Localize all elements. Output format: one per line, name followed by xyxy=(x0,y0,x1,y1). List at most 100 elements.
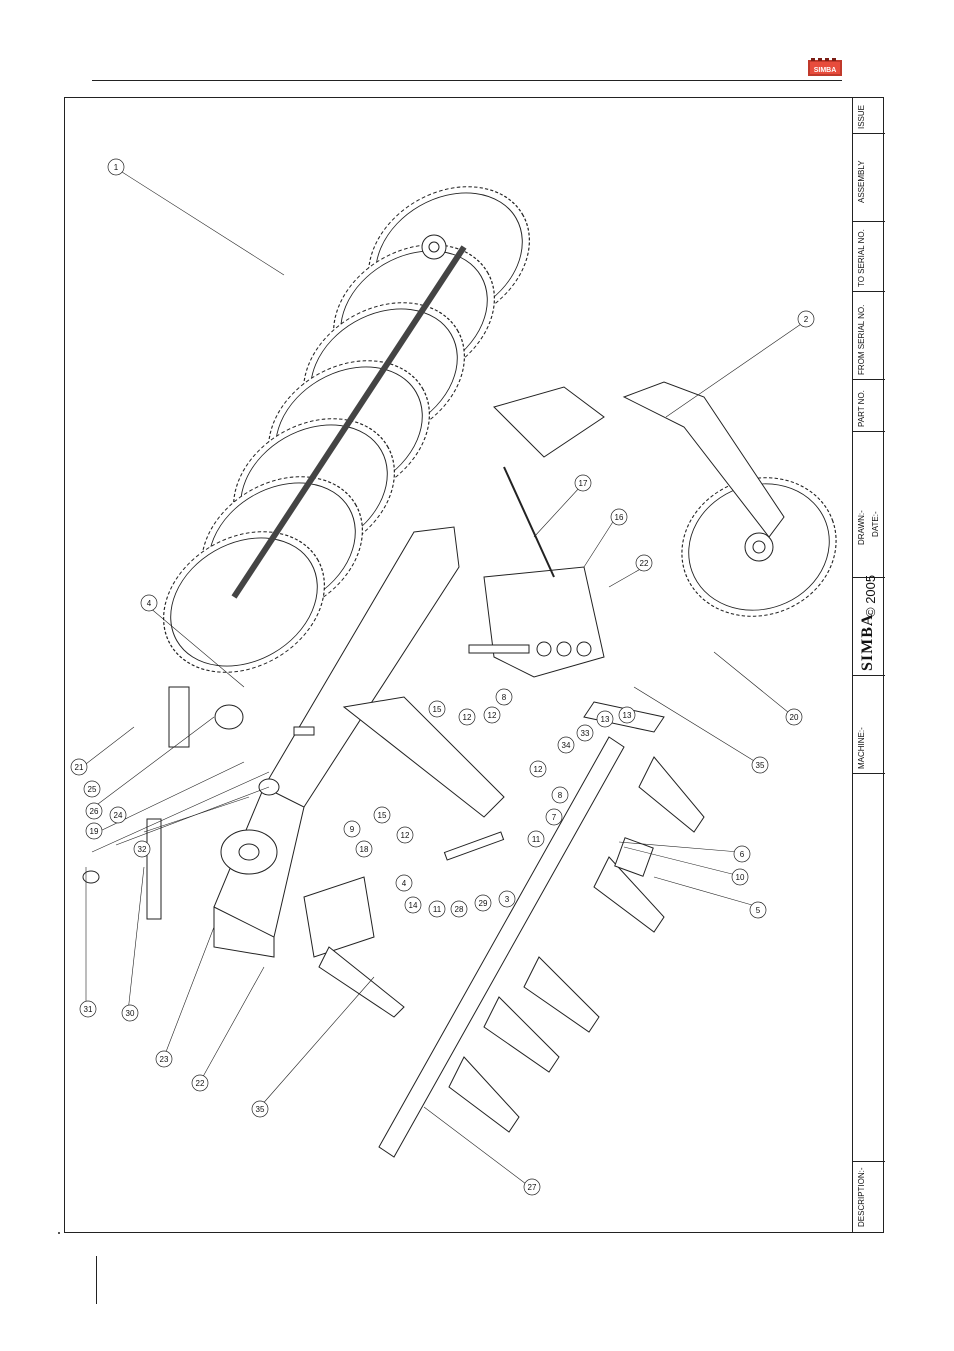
callout-23: 23 xyxy=(155,1050,173,1068)
title-block-divider xyxy=(853,221,885,222)
machine-label: MACHINE:- xyxy=(857,727,866,769)
svg-text:35: 35 xyxy=(756,761,765,770)
svg-text:26: 26 xyxy=(90,807,99,816)
simba-wordmark: SIMBA xyxy=(859,613,876,671)
callout-33: 33 xyxy=(576,724,594,742)
callout-22b: 22 xyxy=(191,1074,209,1092)
svg-text:15: 15 xyxy=(433,705,442,714)
svg-text:20: 20 xyxy=(790,713,799,722)
description-label: DESCRIPTION:- xyxy=(857,1167,866,1227)
svg-text:7: 7 xyxy=(552,813,557,822)
svg-text:13: 13 xyxy=(601,715,610,724)
svg-text:11: 11 xyxy=(532,835,541,844)
disc-gang xyxy=(137,157,556,702)
callout-12b: 12 xyxy=(483,706,501,724)
callout-12d: 12 xyxy=(396,826,414,844)
callout-6: 6 xyxy=(733,845,751,863)
callout-4b: 4 xyxy=(395,874,413,892)
svg-text:12: 12 xyxy=(488,711,497,720)
title-block-divider xyxy=(853,379,885,380)
title-block-divider xyxy=(853,291,885,292)
svg-text:24: 24 xyxy=(114,811,123,820)
simba-logo: SIMBA xyxy=(808,58,842,78)
callout-5: 5 xyxy=(749,901,767,919)
callout-10: 10 xyxy=(731,868,749,886)
callout-2: 2 xyxy=(797,310,815,328)
title-block-divider xyxy=(853,773,885,774)
callout-12: 12 xyxy=(458,708,476,726)
svg-text:21: 21 xyxy=(75,763,84,772)
part-no-label: PART NO. xyxy=(857,390,866,427)
svg-text:25: 25 xyxy=(88,785,97,794)
callout-31: 31 xyxy=(79,1000,97,1018)
callout-11b: 11 xyxy=(527,830,545,848)
svg-text:12: 12 xyxy=(534,765,543,774)
svg-text:30: 30 xyxy=(126,1009,135,1018)
footer-rule xyxy=(96,1256,97,1304)
svg-text:SIMBA: SIMBA xyxy=(814,67,837,74)
svg-text:29: 29 xyxy=(479,899,488,908)
callout-14: 14 xyxy=(404,896,422,914)
callout-1: 1 xyxy=(107,158,125,176)
callout-8b: 8 xyxy=(551,786,569,804)
callout-balloons: 1 2 3 4 4 5 6 7 8 8 9 10 11 11 12 12 12 … xyxy=(70,158,815,1196)
svg-text:10: 10 xyxy=(736,873,745,882)
callout-15b: 15 xyxy=(373,806,391,824)
copyright-text: © 2005 xyxy=(863,574,878,617)
callout-17: 17 xyxy=(574,474,592,492)
svg-text:13: 13 xyxy=(623,711,632,720)
leader-lines xyxy=(81,171,805,1188)
callout-21: 21 xyxy=(70,758,88,776)
svg-text:12: 12 xyxy=(463,713,472,722)
header-rule xyxy=(92,80,842,81)
rear-disc xyxy=(493,381,852,639)
svg-text:27: 27 xyxy=(528,1183,537,1192)
svg-text:6: 6 xyxy=(740,850,745,859)
svg-text:19: 19 xyxy=(90,827,99,836)
svg-text:8: 8 xyxy=(558,791,563,800)
svg-text:14: 14 xyxy=(409,901,418,910)
callout-20: 20 xyxy=(785,708,803,726)
drawn-label: DRAWN:- xyxy=(857,510,866,545)
from-serial-label: FROM SERIAL NO. xyxy=(857,304,866,375)
callout-34: 34 xyxy=(557,736,575,754)
issue-label: ISSUE xyxy=(857,104,866,129)
callout-15: 15 xyxy=(428,700,446,718)
title-block: ISSUE ASSEMBLY TO SERIAL NO. FROM SERIAL… xyxy=(852,97,885,1233)
callout-7: 7 xyxy=(545,808,563,826)
svg-text:33: 33 xyxy=(581,729,590,738)
drawing-sheet xyxy=(64,97,884,1233)
tine-bar xyxy=(318,701,705,1158)
svg-text:34: 34 xyxy=(562,741,571,750)
callout-27: 27 xyxy=(523,1178,541,1196)
callout-29: 29 xyxy=(474,894,492,912)
title-block-divider xyxy=(853,1161,885,1162)
page-mark xyxy=(58,1232,60,1234)
callout-30: 30 xyxy=(121,1004,139,1022)
callout-28: 28 xyxy=(450,900,468,918)
date-label: DATE:- xyxy=(871,511,880,537)
svg-text:22: 22 xyxy=(196,1079,205,1088)
svg-text:4: 4 xyxy=(402,879,407,888)
callout-26: 26 xyxy=(85,802,103,820)
callout-4: 4 xyxy=(140,594,158,612)
svg-text:1: 1 xyxy=(114,163,119,172)
svg-text:15: 15 xyxy=(378,811,387,820)
callout-24: 24 xyxy=(109,806,127,824)
title-block-divider xyxy=(853,577,885,578)
callout-13b: 13 xyxy=(618,706,636,724)
callout-18: 18 xyxy=(355,840,373,858)
exploded-assembly-drawing: 1 2 3 4 4 5 6 7 8 8 9 10 11 11 12 12 12 … xyxy=(70,157,852,1196)
to-serial-label: TO SERIAL NO. xyxy=(857,229,866,287)
callout-11: 11 xyxy=(428,900,446,918)
title-block-divider xyxy=(853,133,885,134)
svg-text:9: 9 xyxy=(350,825,355,834)
svg-text:11: 11 xyxy=(433,905,442,914)
svg-text:28: 28 xyxy=(455,905,464,914)
callout-13: 13 xyxy=(596,710,614,728)
callout-32: 32 xyxy=(133,840,151,858)
svg-text:17: 17 xyxy=(579,479,588,488)
assembly-label: ASSEMBLY xyxy=(857,160,866,203)
svg-text:2: 2 xyxy=(804,315,809,324)
svg-text:5: 5 xyxy=(756,906,761,915)
